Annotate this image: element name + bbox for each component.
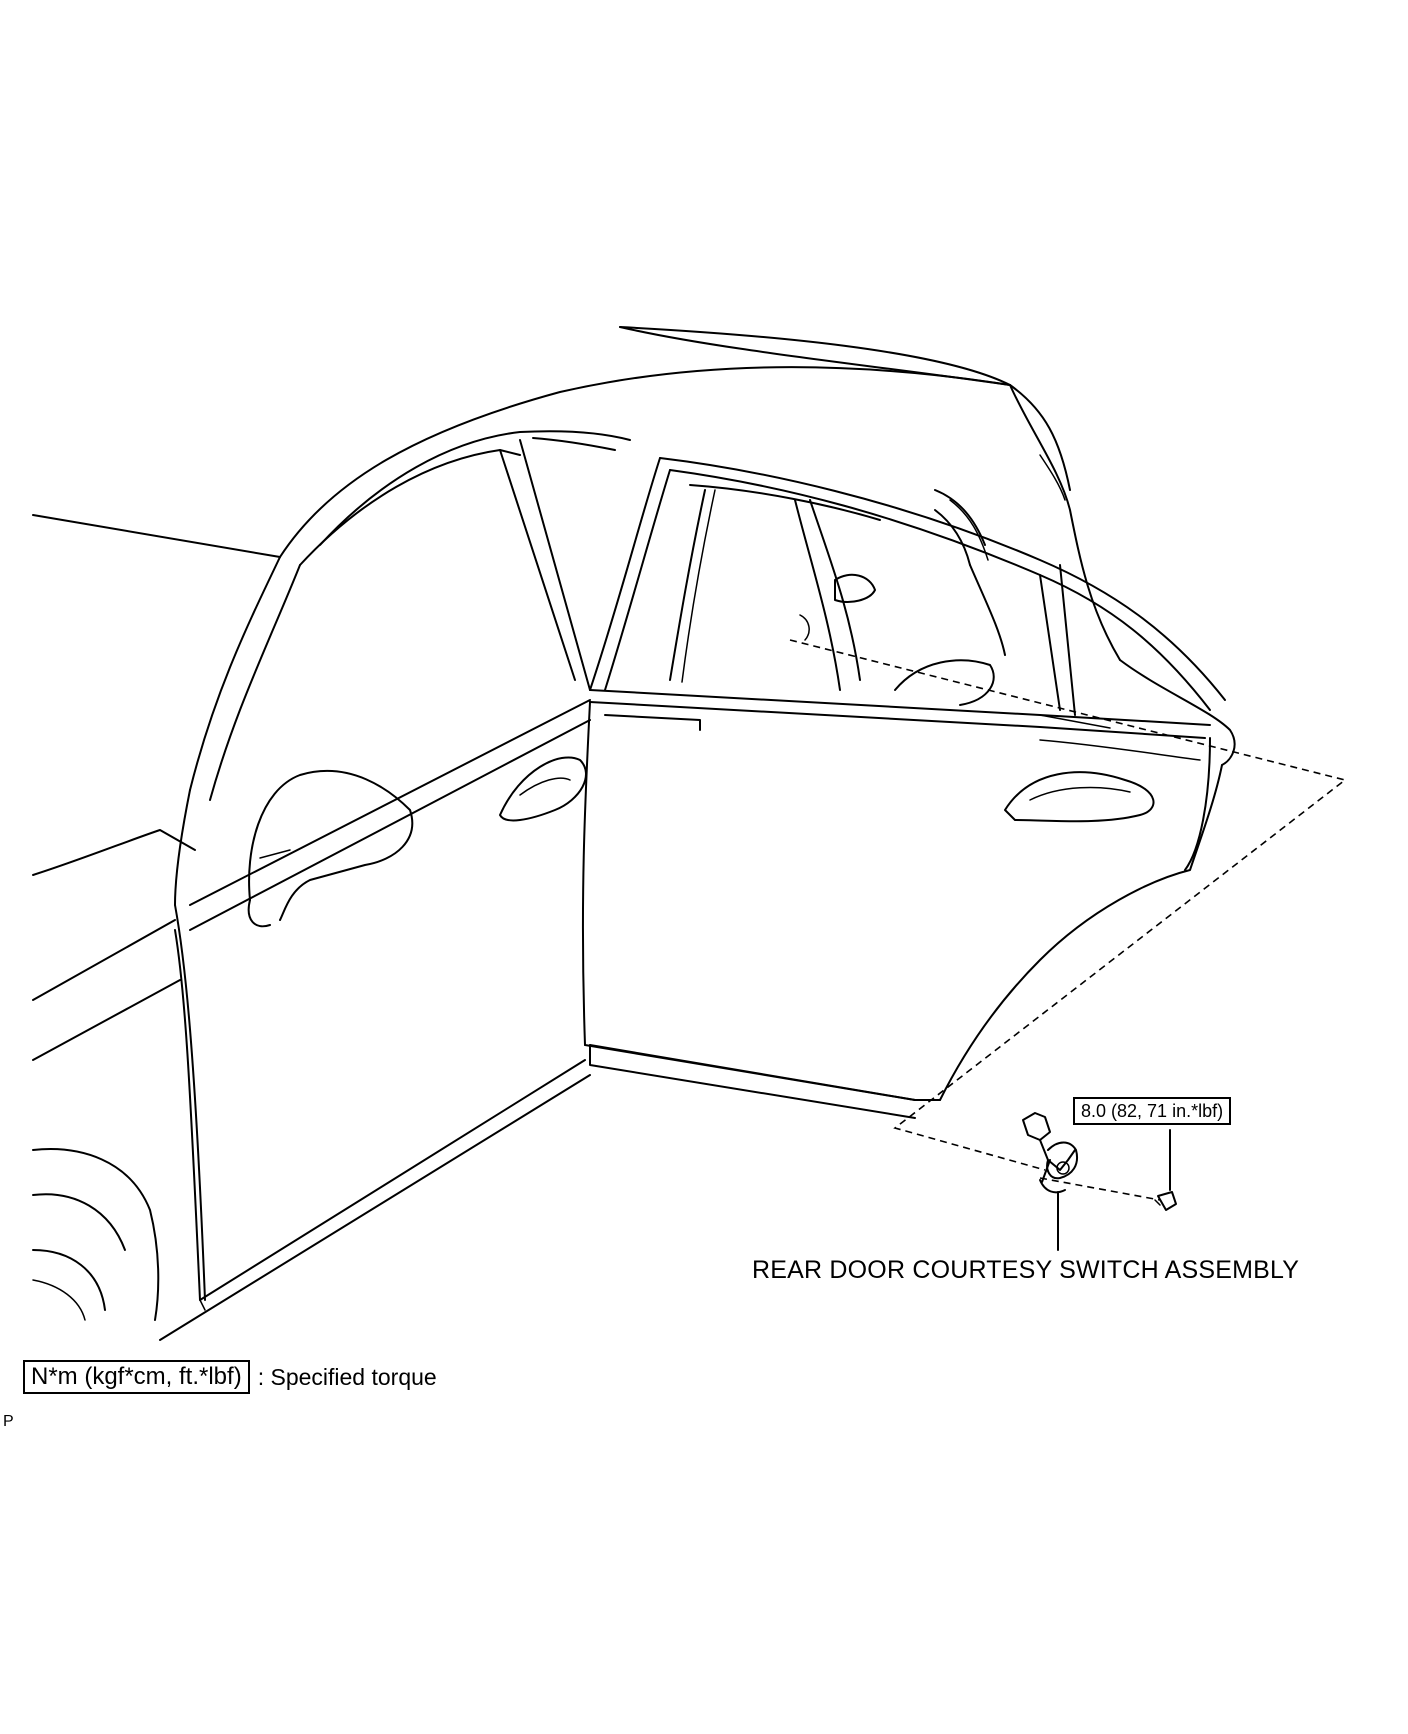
legend: N*m (kgf*cm, ft.*lbf) : Specified torque (23, 1360, 437, 1394)
screw-part (1154, 1129, 1177, 1211)
rear-door (581, 457, 1226, 1101)
car-body-outline (32, 326, 1236, 1341)
figure-code: P (3, 1413, 14, 1430)
courtesy-switch-part (1022, 1112, 1078, 1251)
legend-description: : Specified torque (257, 1363, 437, 1390)
dashed-guide-lines (789, 639, 1347, 1201)
torque-spec-box: 8.0 (82, 71 in.*lbf) (1073, 1097, 1232, 1125)
legend-torque-unit-box: N*m (kgf*cm, ft.*lbf) (23, 1360, 250, 1394)
part-label: REAR DOOR COURTESY SWITCH ASSEMBLY (752, 1256, 1300, 1284)
front-door (32, 430, 631, 1321)
